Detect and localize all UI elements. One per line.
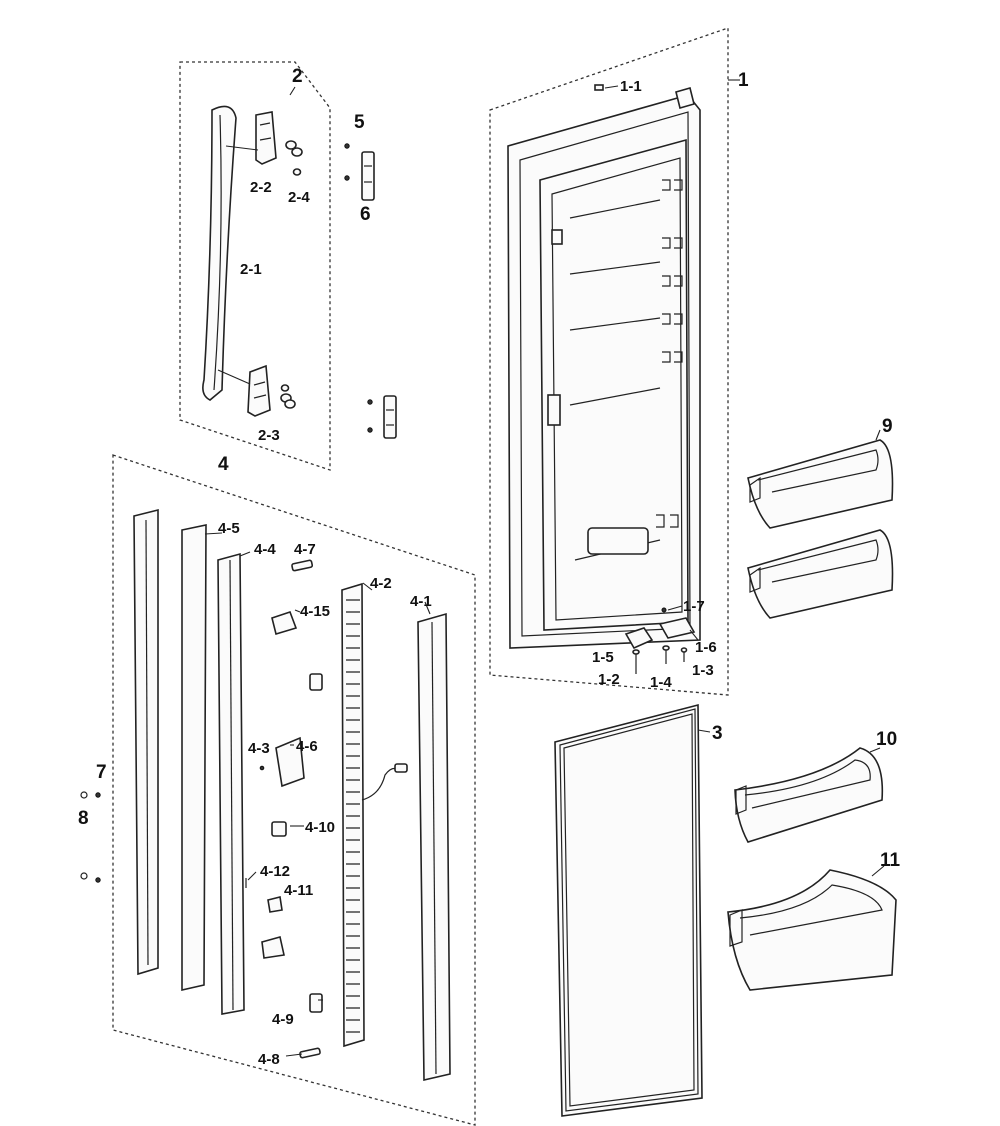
label-3: 3 [712,723,723,744]
label-4-11: 4-11 [284,882,313,899]
hinge-bracket-top [361,151,375,201]
hinge-bracket-bottom [383,395,397,439]
label-4-6: 4-6 [296,738,318,755]
door-bin-9b [747,529,894,619]
frame-strip-left [133,508,159,976]
label-7: 7 [96,762,107,783]
label-2-4: 2-4 [288,189,310,206]
door-bin-10 [734,747,884,843]
label-2: 2 [292,66,303,87]
block-4-10 [271,821,287,837]
group-1-boundary [489,27,729,696]
label-1-6: 1-6 [695,639,717,656]
bracket-4-15 [271,610,298,636]
door-gasket [554,703,703,1117]
label-1-7: 1-7 [683,598,705,615]
block-4-9 [309,993,323,1013]
group-4-boundary [112,454,476,1126]
bracket-lower [261,936,285,959]
label-4-7: 4-7 [294,541,316,558]
door-assembly [507,84,701,674]
frame-parts [80,508,451,1082]
label-4-10: 4-10 [305,819,335,836]
callout-labels: 1 1-1 1-7 1-6 1-5 1-3 1-2 1-4 2 2-2 2-4 … [78,66,901,1068]
label-4-1: 4-1 [410,593,432,610]
label-4-5: 4-5 [218,520,240,537]
label-4-8: 4-8 [258,1051,280,1068]
label-4-3: 4-3 [248,740,270,757]
leader-lines [204,79,885,1057]
label-4-12: 4-12 [260,863,290,880]
label-4-4: 4-4 [254,541,276,558]
label-4: 4 [218,454,229,475]
handle-top-cap [255,111,277,165]
door-bin-9a [747,439,894,529]
label-4-2: 4-2 [370,575,392,592]
label-9: 9 [882,416,893,437]
clip-4-8 [299,1047,321,1059]
label-1-3: 1-3 [692,662,714,679]
door-bin-11 [727,869,897,991]
handle-assembly [202,105,303,417]
label-1-1: 1-1 [620,78,642,95]
label-2-3: 2-3 [258,427,280,444]
latch-4-6 [275,736,305,788]
label-6: 6 [360,204,371,225]
clip-4-11 [267,896,283,913]
hinge-block [624,627,654,650]
handle-bottom-cap [247,364,271,417]
label-10: 10 [876,729,897,750]
heater-panel-4-2 [341,582,365,1048]
label-5: 5 [354,112,365,133]
hinge-plate [658,617,696,639]
label-4-15: 4-15 [300,603,330,620]
label-2-1: 2-1 [240,261,262,278]
label-8: 8 [78,808,89,829]
group-2-boundary [179,61,331,471]
label-2-2: 2-2 [250,179,272,196]
hinge-cover [594,84,604,91]
label-11: 11 [880,850,901,871]
label-1-4: 1-4 [650,674,672,691]
door-inner-liner [539,138,689,631]
label-1-2: 1-2 [598,671,620,688]
label-4-9: 4-9 [272,1011,294,1028]
clip-4-7 [291,559,314,572]
hinge-parts [344,143,397,439]
block-upper [309,673,323,691]
door-handle [202,105,237,401]
insulation-strip-4-5 [181,524,207,992]
label-1-5: 1-5 [592,649,614,666]
label-1: 1 [738,70,749,91]
